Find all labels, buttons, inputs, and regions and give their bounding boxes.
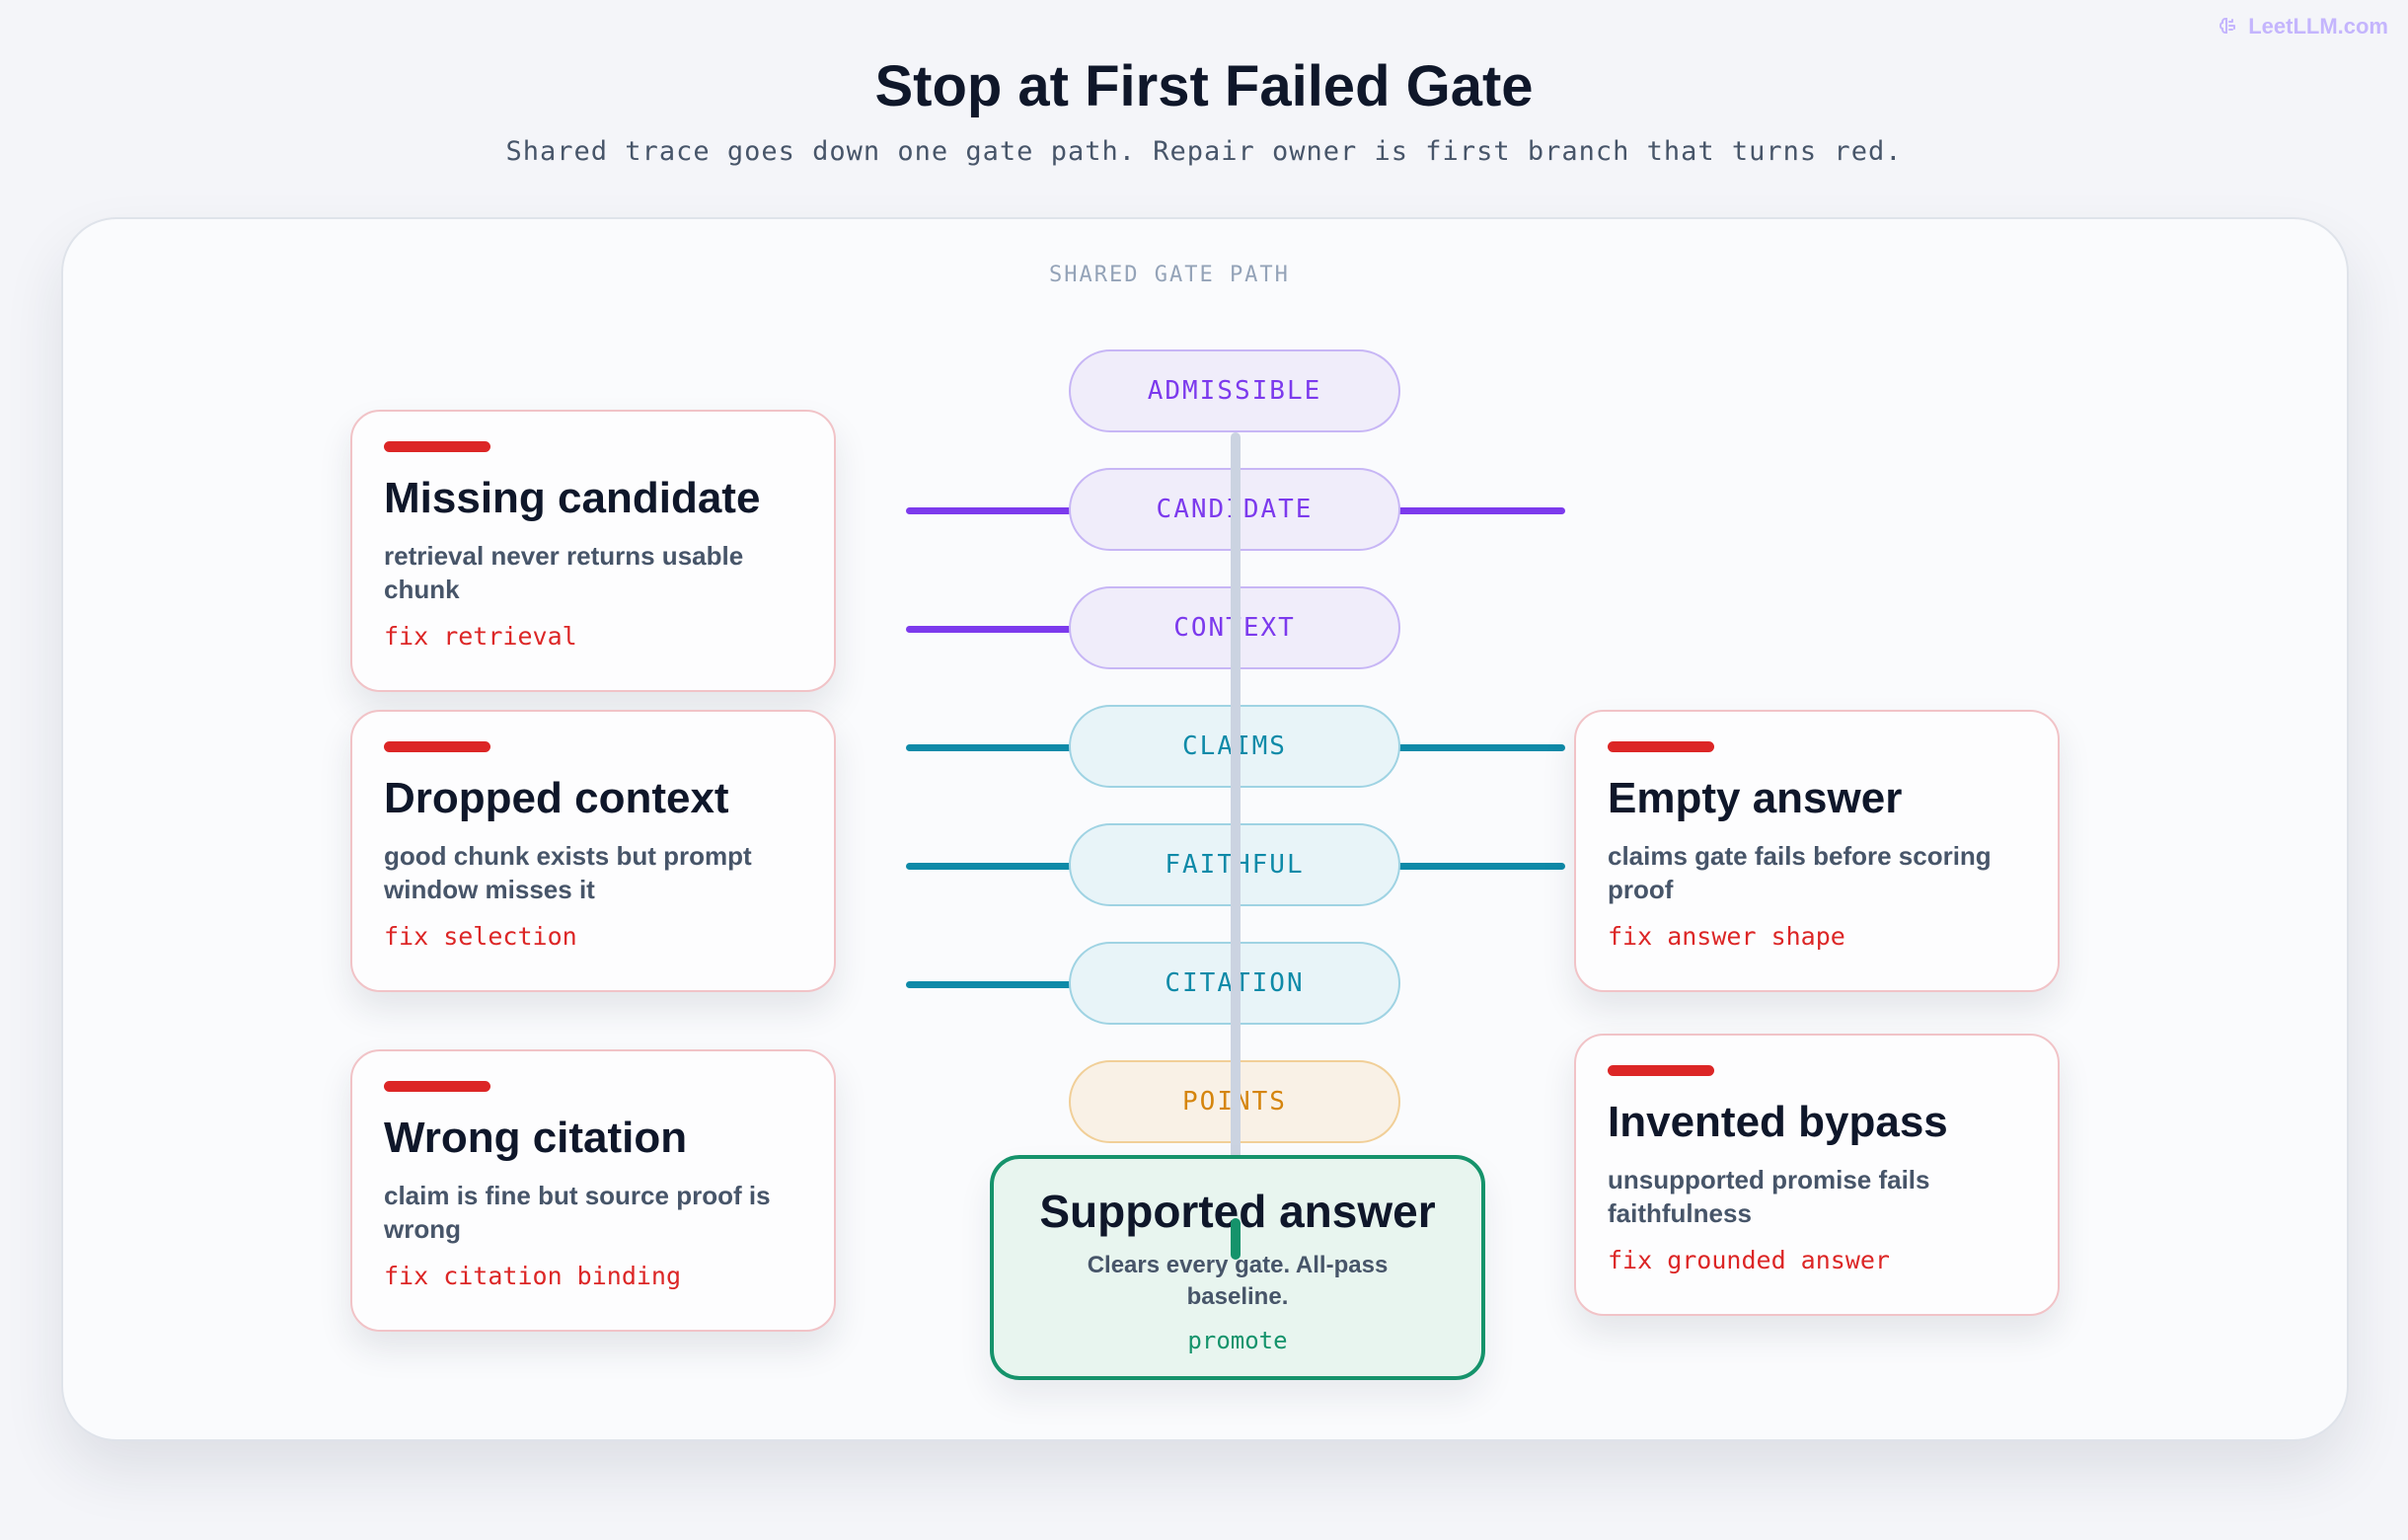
card-fix: fix answer shape — [1608, 922, 1845, 951]
connector-claims-right — [1397, 744, 1565, 751]
gate-path-spine — [1231, 432, 1241, 1185]
success-card-supported-answer: Supported answer Clears every gate. All-… — [990, 1155, 1485, 1380]
card-title: Invented bypass — [1608, 1098, 1948, 1146]
connector-faithful-left — [906, 863, 1072, 870]
connector-candidate-left — [906, 507, 1072, 514]
card-fix: fix grounded answer — [1608, 1246, 1890, 1274]
card-fix: fix retrieval — [384, 622, 577, 651]
fail-marker — [1608, 741, 1714, 752]
card-description: unsupported promise fails faithfulness — [1608, 1165, 1930, 1228]
fail-marker — [384, 741, 490, 752]
page-title: Stop at First Failed Gate — [874, 54, 1534, 118]
card-title: Wrong citation — [384, 1114, 688, 1162]
card-title: Missing candidate — [384, 474, 761, 522]
gate-admissible: ADMISSIBLE — [1069, 349, 1400, 432]
fail-marker — [1608, 1065, 1714, 1076]
brain-icon — [2220, 18, 2236, 34]
gate-path-pass-end — [1231, 1218, 1241, 1260]
connector-context-left — [906, 626, 1072, 633]
success-action: promote — [1187, 1327, 1288, 1354]
card-title: Dropped context — [384, 774, 729, 822]
failure-card-empty-answer: Empty answer claims gate fails before sc… — [1574, 710, 2060, 992]
connector-claims-left — [906, 744, 1072, 751]
page-subtitle: Shared trace goes down one gate path. Re… — [505, 136, 1903, 167]
success-description: Clears every gate. All-pass baseline. — [1087, 1252, 1389, 1310]
card-fix: fix selection — [384, 922, 577, 951]
failure-card-dropped-context: Dropped context good chunk exists but pr… — [350, 710, 836, 992]
fail-marker — [384, 1081, 490, 1092]
card-description: retrieval never returns usable chunk — [384, 541, 744, 604]
failure-card-invented-bypass: Invented bypass unsupported promise fail… — [1574, 1034, 2060, 1316]
failure-card-missing-candidate: Missing candidate retrieval never return… — [350, 410, 836, 692]
fail-marker — [384, 441, 490, 452]
connector-candidate-right — [1397, 507, 1565, 514]
brand-name: LeetLLM.com — [2248, 14, 2388, 38]
card-title: Empty answer — [1608, 774, 1903, 822]
card-description: claims gate fails before scoring proof — [1608, 841, 1992, 904]
brand-logo: LeetLLM.com — [2217, 14, 2388, 39]
failure-card-wrong-citation: Wrong citation claim is fine but source … — [350, 1049, 836, 1332]
card-description: good chunk exists but prompt window miss… — [384, 841, 752, 904]
connector-citation-left — [906, 981, 1072, 988]
card-fix: fix citation binding — [384, 1262, 682, 1290]
card-description: claim is fine but source proof is wrong — [384, 1181, 771, 1244]
connector-faithful-right — [1397, 863, 1565, 870]
panel-label: SHARED GATE PATH — [1049, 263, 1290, 287]
